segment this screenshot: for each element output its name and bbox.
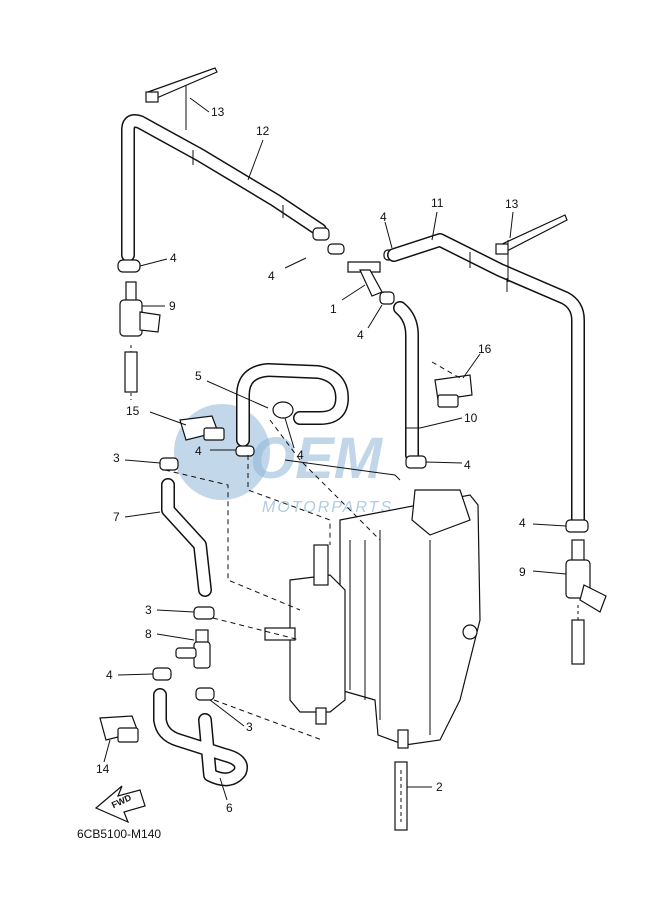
callout-3-upper: 3: [113, 451, 120, 465]
callout-15: 15: [126, 404, 140, 418]
callout-14: 14: [96, 762, 110, 776]
callout-4-lower-left: 4: [106, 668, 113, 682]
holder-16: [431, 361, 473, 408]
callout-2: 2: [436, 780, 443, 794]
holder-14: [99, 715, 139, 743]
callouts: 13 12 11 13 4 4 4 9 1 4 16 5 15 10 4 4 3…: [96, 105, 526, 815]
hose-12: [121, 114, 327, 262]
callout-4-hose-5: 4: [297, 448, 304, 462]
fitting-1: [312, 227, 401, 305]
callout-3-middle: 3: [145, 603, 152, 617]
callout-8: 8: [145, 627, 152, 641]
callout-1: 1: [330, 302, 337, 316]
tie-wrap-13-right: [495, 214, 568, 282]
callout-4-fitting-top: 4: [380, 210, 387, 224]
callout-12: 12: [256, 124, 270, 138]
pipe-2: [394, 761, 408, 831]
vapor-separator: [264, 459, 481, 749]
callout-3-lower: 3: [246, 720, 253, 734]
joint-9-right: [565, 539, 607, 665]
callout-4-mid-left: 4: [195, 444, 202, 458]
hose-7: [161, 478, 212, 597]
hose-6: [153, 688, 248, 787]
hose-5: [236, 363, 349, 447]
reference-lines: [164, 419, 381, 741]
callout-7: 7: [113, 510, 120, 524]
callout-11: 11: [431, 196, 444, 210]
callout-5: 5: [195, 369, 202, 383]
callout-10: 10: [464, 411, 478, 425]
fitting-8: [175, 629, 211, 669]
watermark-subtitle: MOTORPARTS: [262, 499, 393, 516]
watermark-brand: OEM: [250, 426, 384, 491]
holder-15: [179, 415, 225, 441]
clamps: [152, 445, 589, 701]
callout-6: 6: [226, 801, 233, 815]
callout-13-right: 13: [505, 197, 519, 211]
fwd-arrow: FWD: [94, 785, 146, 824]
callout-4-right: 4: [519, 516, 526, 530]
callout-13-left: 13: [211, 105, 225, 119]
hose-10: [393, 301, 420, 462]
callout-4-fitting-left: 4: [268, 269, 275, 283]
joint-9-left: [117, 259, 161, 400]
leader-lines: [103, 97, 567, 801]
callout-9-right: 9: [519, 565, 526, 579]
callout-9-left: 9: [169, 299, 176, 313]
tie-wrap-13-left: [145, 67, 218, 130]
callout-4-hose-10: 4: [464, 458, 471, 472]
callout-16: 16: [478, 342, 492, 356]
diagram-code: 6CB5100-M140: [77, 827, 161, 841]
hose-11: [387, 233, 585, 527]
callout-4-fitting-bottom: 4: [357, 328, 364, 342]
callout-4-upper-left: 4: [170, 251, 177, 265]
